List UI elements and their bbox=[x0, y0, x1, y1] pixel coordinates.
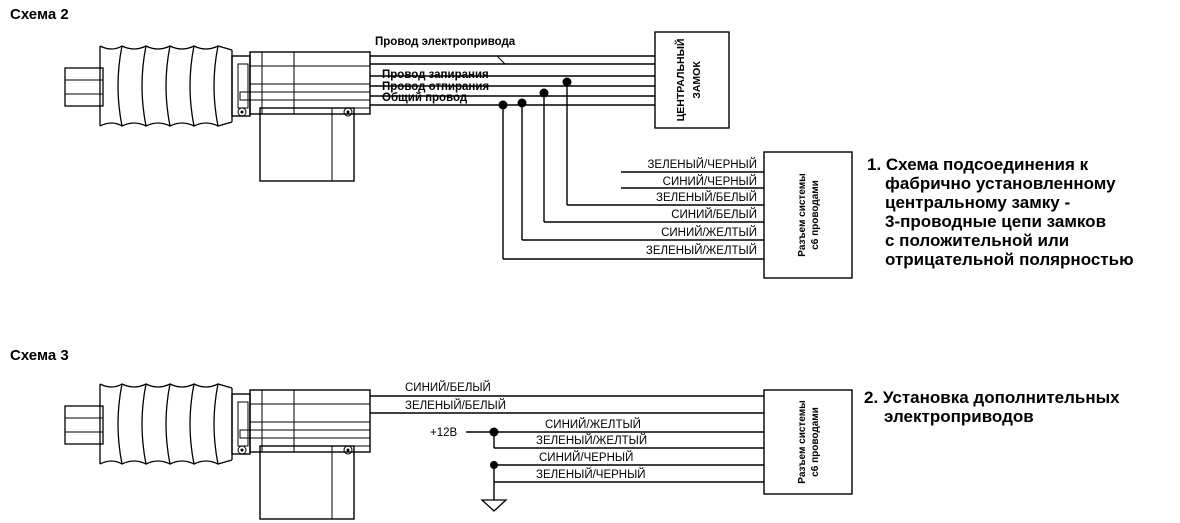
scheme2-description-line-3: центральному замку - bbox=[885, 193, 1071, 212]
label-unlock-wire: Провод отпирания bbox=[382, 81, 489, 93]
scheme3-wire-3: СИНИЙ/ЖЕЛТЫЙ bbox=[545, 418, 641, 431]
scheme2-connector-wires bbox=[503, 171, 764, 260]
plus12-label: +12В bbox=[430, 427, 458, 439]
scheme3-wire-6: ЗЕЛЕНЫЙ/ЧЕРНЫЙ bbox=[536, 468, 646, 481]
label-lock-wire: Провод запирания bbox=[382, 69, 489, 81]
scheme2-description-line-2: фабрично установленному bbox=[885, 174, 1116, 193]
scheme2-wire-6: ЗЕЛЕНЫЙ/ЖЕЛТЫЙ bbox=[646, 244, 757, 257]
scheme3-wire-2: ЗЕЛЕНЫЙ/БЕЛЫЙ bbox=[405, 399, 506, 412]
scheme3-description: 2. Установка дополнительных электроприво… bbox=[864, 388, 1120, 426]
label-common-wire: Общий провод bbox=[382, 92, 468, 104]
ground-icon bbox=[480, 499, 508, 512]
scheme2-wire-5: СИНИЙ/ЖЕЛТЫЙ bbox=[661, 226, 757, 239]
scheme2-title: Схема 2 bbox=[10, 6, 69, 23]
scheme3-wire-1: СИНИЙ/БЕЛЫЙ bbox=[405, 381, 491, 394]
scheme3-connector-label-1: Разъем системы bbox=[797, 400, 808, 483]
scheme3-title: Схема 3 bbox=[10, 347, 69, 364]
scheme3-actuator bbox=[64, 383, 371, 520]
scheme3-connector-box: Разъем системы с6 проводами bbox=[763, 389, 853, 495]
scheme2-actuator bbox=[64, 45, 371, 182]
scheme2-connector-label-2: с6 проводами bbox=[810, 180, 821, 250]
scheme2-motor-wires bbox=[370, 55, 655, 106]
scheme2-wire-1: ЗЕЛЕНЫЙ/ЧЕРНЫЙ bbox=[647, 158, 757, 171]
central-lock-box: ЦЕНТРАЛЬНЫЙ ЗАМОК bbox=[654, 31, 730, 129]
scheme3-description-line-2: электроприводов bbox=[884, 407, 1034, 426]
central-lock-label-1: ЦЕНТРАЛЬНЫЙ bbox=[674, 39, 687, 122]
central-lock-label-2: ЗАМОК bbox=[691, 61, 703, 99]
scheme2-junctions bbox=[498, 77, 572, 259]
scheme3-wire-5: СИНИЙ/ЧЕРНЫЙ bbox=[539, 451, 633, 464]
label-motor-wire: Провод электропривода bbox=[375, 36, 516, 48]
scheme3-wires bbox=[370, 395, 764, 500]
scheme2-description: 1. Схема подсоединения к фабрично устано… bbox=[867, 155, 1134, 269]
scheme2-connector-label-1: Разъем системы bbox=[797, 173, 808, 256]
scheme3-wire-4: ЗЕЛЕНЫЙ/ЖЕЛТЫЙ bbox=[536, 434, 647, 447]
scheme2-description-line-5: с положительной или bbox=[885, 231, 1070, 250]
scheme2-connector-box: Разъем системы с6 проводами bbox=[763, 151, 853, 279]
scheme2-wire-4: СИНИЙ/БЕЛЫЙ bbox=[671, 208, 757, 221]
scheme2-wire-3: ЗЕЛЕНЫЙ/БЕЛЫЙ bbox=[656, 191, 757, 204]
scheme3-connector-label-2: с6 проводами bbox=[810, 407, 821, 477]
scheme2-description-line-4: 3-проводные цепи замков bbox=[885, 212, 1107, 231]
scheme2-description-line-6: отрицательной полярностью bbox=[885, 250, 1134, 269]
scheme2-description-line-1: 1. Схема подсоединения к bbox=[867, 155, 1089, 174]
scheme3-description-line-1: 2. Установка дополнительных bbox=[864, 388, 1120, 407]
scheme2-wire-2: СИНИЙ/ЧЕРНЫЙ bbox=[663, 175, 757, 188]
